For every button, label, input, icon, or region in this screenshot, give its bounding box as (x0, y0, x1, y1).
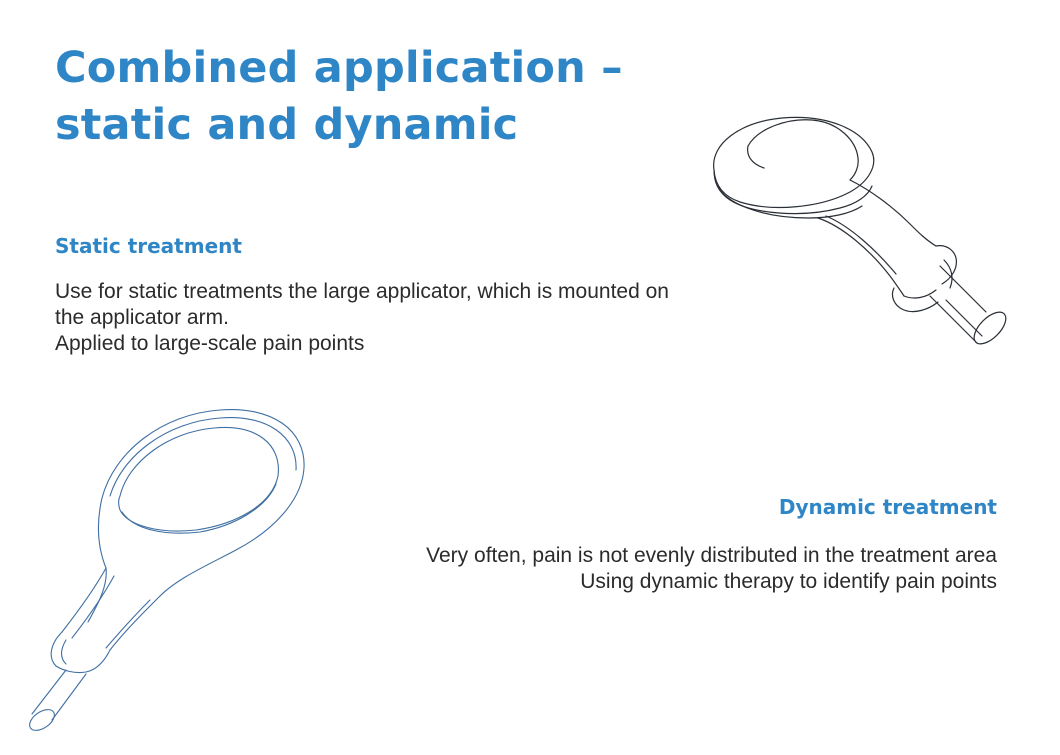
static-treatment-line-1: Use for static treatments the large appl… (55, 280, 669, 303)
dynamic-treatment-line-1: Very often, pain is not evenly distribut… (426, 544, 997, 567)
dynamic-treatment-description: Very often, pain is not evenly distribut… (426, 543, 997, 595)
large-applicator-illustration (713, 116, 1007, 345)
handheld-applicator-drawing (29, 409, 305, 731)
static-treatment-heading: Static treatment (55, 234, 242, 258)
static-treatment-line-3: Applied to large-scale pain points (55, 332, 365, 355)
page-title-line-1: Combined application – (55, 43, 623, 93)
dynamic-treatment-heading: Dynamic treatment (778, 495, 997, 519)
dynamic-treatment-line-2: Using dynamic therapy to identify pain p… (580, 570, 997, 593)
large-applicator-drawing (713, 116, 1007, 345)
handheld-applicator-illustration (29, 409, 305, 731)
static-treatment-line-2: the applicator arm. (55, 306, 229, 329)
page-title-line-2: static and dynamic (55, 100, 519, 150)
page-title: Combined application – static and dynami… (55, 40, 623, 154)
static-treatment-description: Use for static treatments the large appl… (55, 279, 669, 357)
